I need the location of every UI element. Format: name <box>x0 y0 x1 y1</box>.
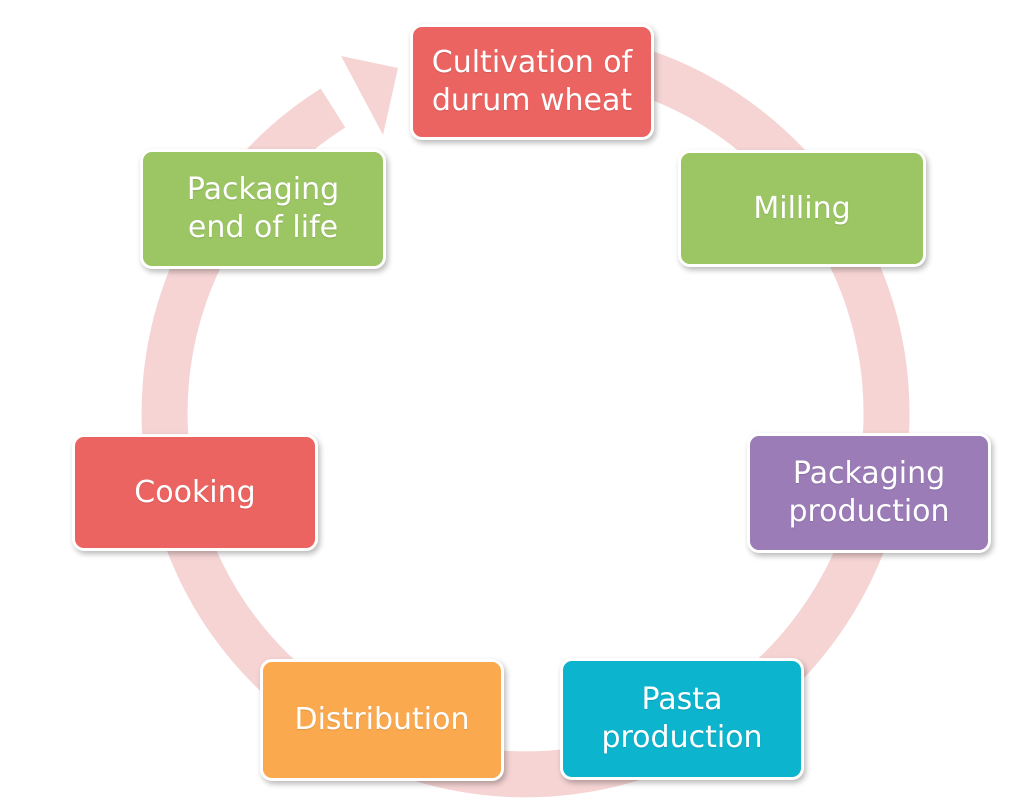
step-cooking: Cooking <box>72 434 318 551</box>
step-label: Packaging production <box>788 456 950 529</box>
step-cultivation-of-durum-wheat: Cultivation of durum wheat <box>410 24 654 140</box>
step-label: Distribution <box>294 702 470 737</box>
step-label: Pasta production <box>601 682 763 755</box>
step-packaging-production: Packaging production <box>747 433 991 553</box>
step-label: Cooking <box>134 474 256 510</box>
step-label: Packaging end of life <box>186 172 340 245</box>
step-label: Cultivation of durum wheat <box>431 45 633 118</box>
step-distribution: Distribution <box>260 659 504 781</box>
step-milling: Milling <box>678 150 926 267</box>
cycle-arrowhead <box>341 56 398 135</box>
step-packaging-end-of-life: Packaging end of life <box>140 149 386 269</box>
step-pasta-production: Pasta production <box>560 658 804 780</box>
step-label: Milling <box>753 190 851 226</box>
